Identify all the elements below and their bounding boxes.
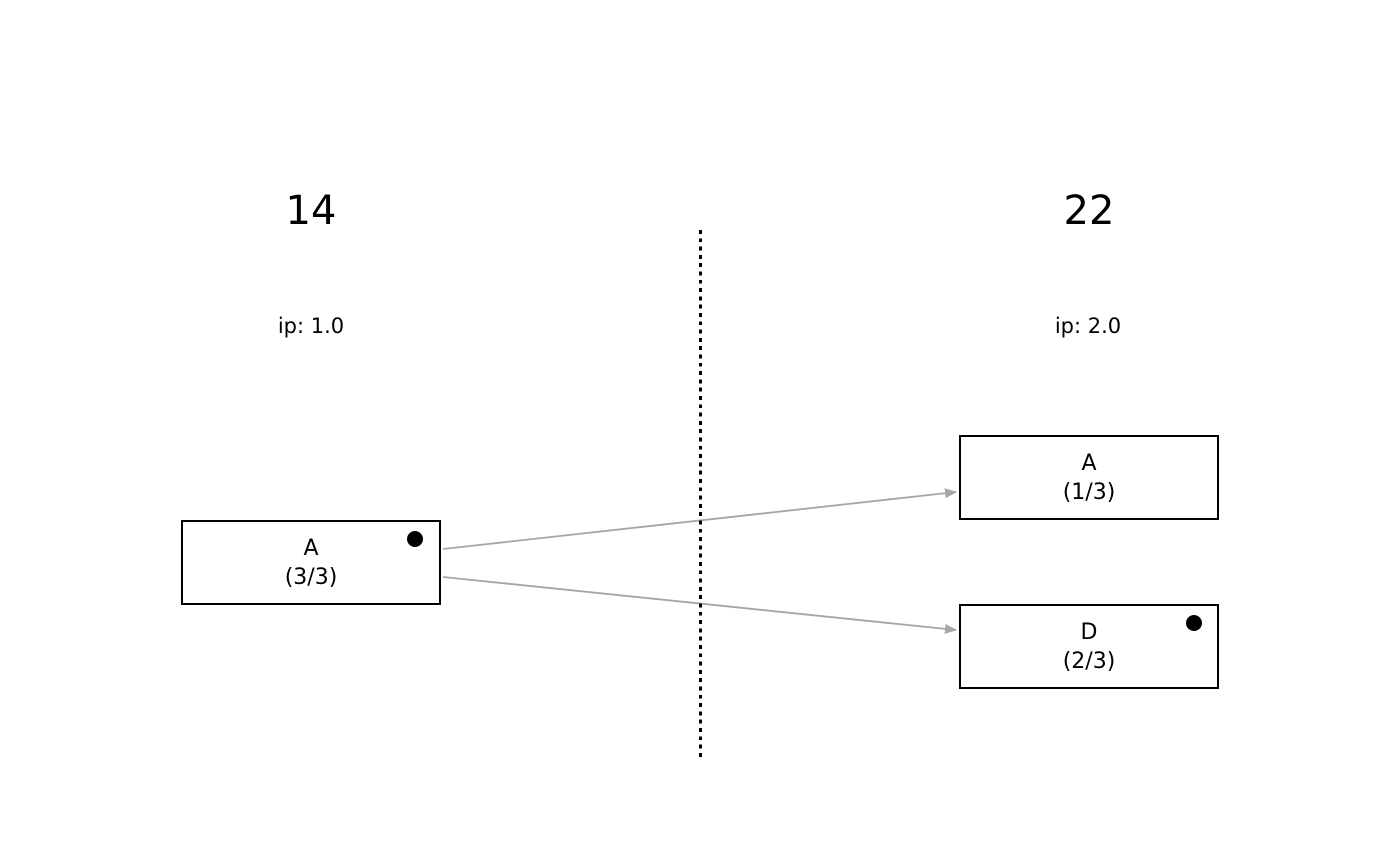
primary-marker-dot bbox=[1186, 615, 1202, 631]
node-box-right-d: D (2/3) bbox=[959, 604, 1219, 689]
node-count: (3/3) bbox=[284, 564, 338, 590]
node-label: A bbox=[1081, 450, 1097, 476]
right-column-title: 22 bbox=[1063, 188, 1115, 234]
node-label: D bbox=[1080, 619, 1098, 645]
left-ip-label: ip: 1.0 bbox=[277, 314, 345, 338]
node-count: (1/3) bbox=[1062, 479, 1116, 505]
node-count: (2/3) bbox=[1062, 648, 1116, 674]
left-column-title: 14 bbox=[285, 188, 337, 234]
node-box-left-a: A (3/3) bbox=[181, 520, 441, 605]
partition-divider-dotted-line bbox=[699, 230, 702, 760]
node-box-right-a: A (1/3) bbox=[959, 435, 1219, 520]
primary-marker-dot bbox=[407, 531, 423, 547]
node-label: A bbox=[303, 535, 319, 561]
right-ip-label: ip: 2.0 bbox=[1054, 314, 1122, 338]
